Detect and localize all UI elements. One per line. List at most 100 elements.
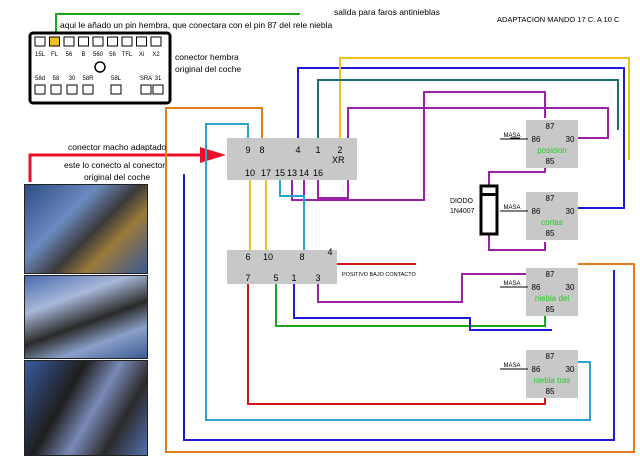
c17-bottom-pin-label: 58L [111, 76, 122, 82]
wire-purple-pin16 [317, 107, 609, 199]
c17-top-pin-box [150, 36, 162, 47]
relay-name: cortas [541, 218, 563, 227]
relay-pin-86: 86 [532, 365, 541, 374]
female-connector-label: conector hembra [175, 52, 239, 62]
diode-label-2: 1N4007 [450, 208, 475, 215]
wire-teal-pin1 [317, 79, 619, 140]
relay-pin-30: 30 [566, 365, 575, 374]
c17-bottom-pin-box [110, 84, 122, 95]
relay-pin-85: 85 [546, 387, 555, 396]
wire-cyan-pin15 [279, 178, 305, 250]
xr-bottom-pin: 16 [313, 168, 323, 178]
c17-bottom-pin-label: SRA [140, 76, 152, 82]
c17-top-pin-box [78, 36, 89, 47]
relay-masa-label: MASA [503, 205, 520, 211]
relay-body [526, 350, 578, 398]
c17-bottom-pin-box [66, 84, 78, 95]
c17-top-pin-box [63, 36, 75, 47]
relay-pin-87: 87 [546, 122, 555, 131]
c17-top-pin-label: 56 [66, 52, 73, 58]
c17-top-pin-label: Xi [139, 52, 144, 58]
relay-cortas: 87 86 30 85 cortas MASA [500, 192, 578, 240]
c17-bottom-pin-box [152, 84, 164, 95]
b10-bottom-pin: 1 [291, 273, 296, 283]
c17-bottom-pin-box [82, 84, 94, 95]
c17-top-pin-box [107, 36, 118, 47]
xr-bottom-pin: 10 [245, 168, 255, 178]
relay-body [526, 120, 578, 168]
male-connector-label: conector macho adaptado [68, 142, 167, 152]
xr-bottom-pin: 14 [299, 168, 309, 178]
diode-label: DIODO [450, 198, 474, 205]
c17-bottom-pin-box [140, 84, 152, 95]
photo-connector-top [24, 184, 148, 274]
relay-pin-86: 86 [532, 135, 541, 144]
relay-body [526, 268, 578, 316]
xr-top-pin: 2 [337, 145, 342, 155]
relay-pin-30: 30 [566, 207, 575, 216]
relay-pin-85: 85 [546, 157, 555, 166]
c17-top-pin-label: 56 [109, 52, 116, 58]
relay-pin-85: 85 [546, 305, 555, 314]
xr-bottom-pin: 13 [287, 168, 297, 178]
fog-output-label: salida para faros antinieblas [334, 7, 440, 17]
wire-purple-diode-top [488, 166, 546, 186]
diode [479, 184, 499, 236]
c17-bottom-pin-box [34, 84, 46, 95]
c17-bottom-pin-label: 58R [82, 76, 94, 82]
c17-top-pin-label: TFL [122, 52, 133, 58]
red-arrow-wire [28, 153, 200, 182]
b10-top-pin: 6 [245, 252, 250, 262]
xr-bottom-pin: 15 [275, 168, 285, 178]
relay-pin-30: 30 [566, 135, 575, 144]
b10-bottom-pin: 3 [315, 273, 320, 283]
c17-bottom-pin-box [50, 84, 62, 95]
c17-top-pin-label: X2 [152, 52, 160, 58]
b10-top-pin: 4 [327, 247, 332, 257]
b10-bottom-pin: 5 [273, 273, 278, 283]
c17-bottom-pin-label: 58 [53, 76, 60, 82]
red-arrowhead [200, 147, 226, 163]
wire-blue-outer [297, 67, 625, 209]
wire-green-pin5 [275, 284, 546, 327]
c17-bottom-pin-label: 58d [35, 76, 45, 82]
b10-top-pin: 8 [299, 252, 304, 262]
relay-name: niebla del [535, 294, 569, 303]
wire-purple-diode-bot [488, 234, 546, 251]
relay-pin-86: 86 [532, 207, 541, 216]
relay-body [526, 192, 578, 240]
b10-top-pin: 10 [263, 252, 273, 262]
xr-label: XR [332, 155, 345, 165]
c17-bottom-pin-label: 30 [69, 76, 76, 82]
xr-top-pin: 4 [295, 145, 300, 155]
wire-cyan-loop [205, 123, 591, 421]
c17-top-pin-label: 560 [93, 52, 104, 58]
relay-name: posicion [537, 146, 566, 155]
wire-yellow-pin2 [339, 57, 630, 160]
relay-pin-85: 85 [546, 229, 555, 238]
relay-pin-87: 87 [546, 270, 555, 279]
wire-blue-outer2 [183, 174, 615, 441]
c17-top-pin-label: 15L [35, 52, 46, 58]
c17-top-pin-label: FL [51, 52, 59, 58]
connect-label-2: original del coche [84, 172, 150, 182]
relay-masa-label: MASA [503, 363, 520, 369]
xr-bottom-pin: 17 [261, 168, 271, 178]
xr-top-pin: 9 [245, 145, 250, 155]
relay-pin-30: 30 [566, 283, 575, 292]
photo-connector-bottom [24, 360, 148, 456]
wire-blue-pin1 [293, 284, 552, 331]
c17-bottom-pin-label: 31 [155, 76, 162, 82]
c17-top-pin-box [136, 36, 147, 47]
female-connector-label-2: original del coche [175, 64, 241, 74]
xr-top-pin: 1 [315, 145, 320, 155]
relay-pin-87: 87 [546, 194, 555, 203]
fog-output-wire [55, 13, 300, 36]
c17-top-pin-box [34, 36, 46, 47]
photo-connector-middle [24, 275, 148, 359]
